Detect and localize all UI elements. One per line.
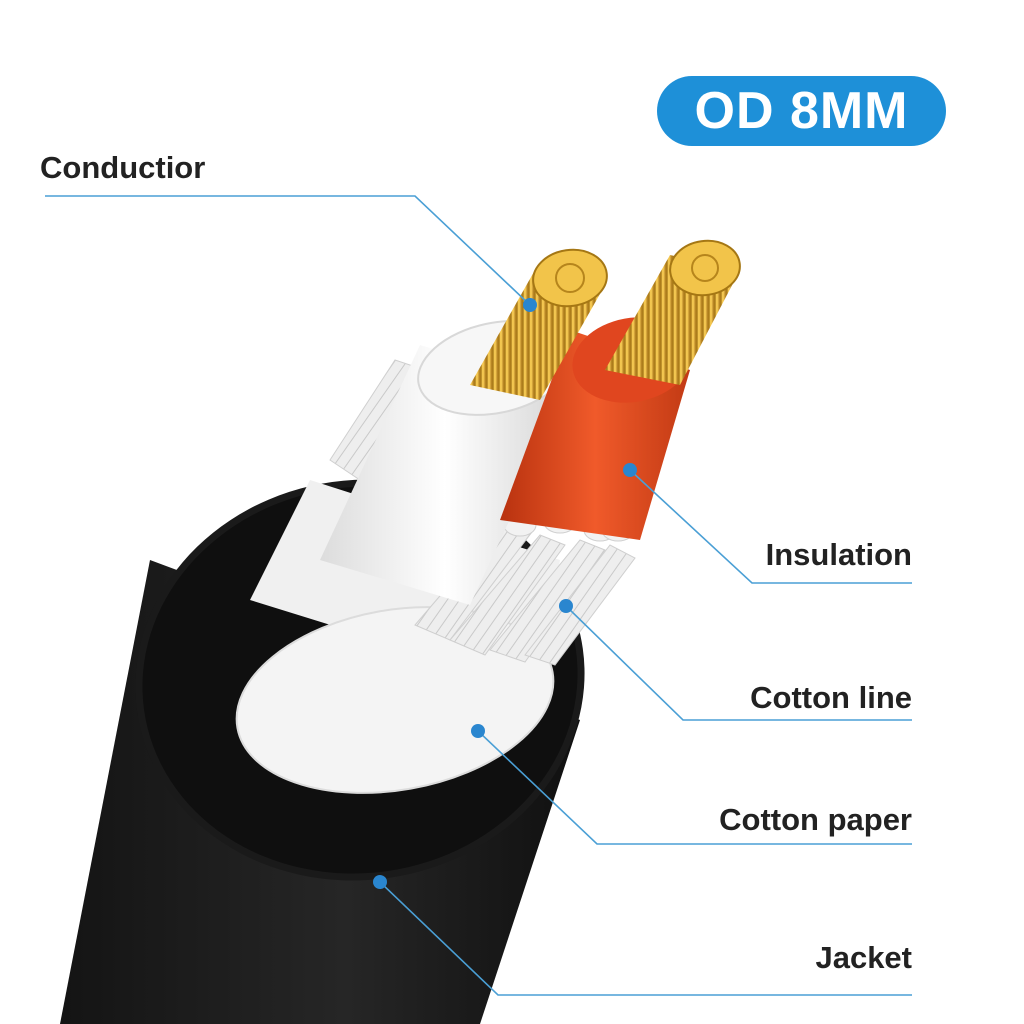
gold-conductor-right: [605, 239, 741, 385]
label-cotton-paper: Cotton paper: [719, 802, 912, 837]
label-insulation: Insulation: [765, 537, 912, 572]
leader-line-cotton-line: [559, 599, 912, 721]
leader-line-conductor: [45, 195, 537, 312]
leader-line-insulation: [623, 463, 912, 584]
label-conductor: Conductior: [40, 150, 206, 185]
label-jacket: Jacket: [815, 940, 912, 975]
gold-conductor-left: [470, 248, 608, 400]
label-cotton-line: Cotton line: [750, 680, 912, 715]
leader-line-jacket: [373, 875, 912, 996]
leader-line-cotton-paper: [471, 724, 912, 845]
outer-diameter-badge: OD 8MM: [657, 76, 946, 146]
